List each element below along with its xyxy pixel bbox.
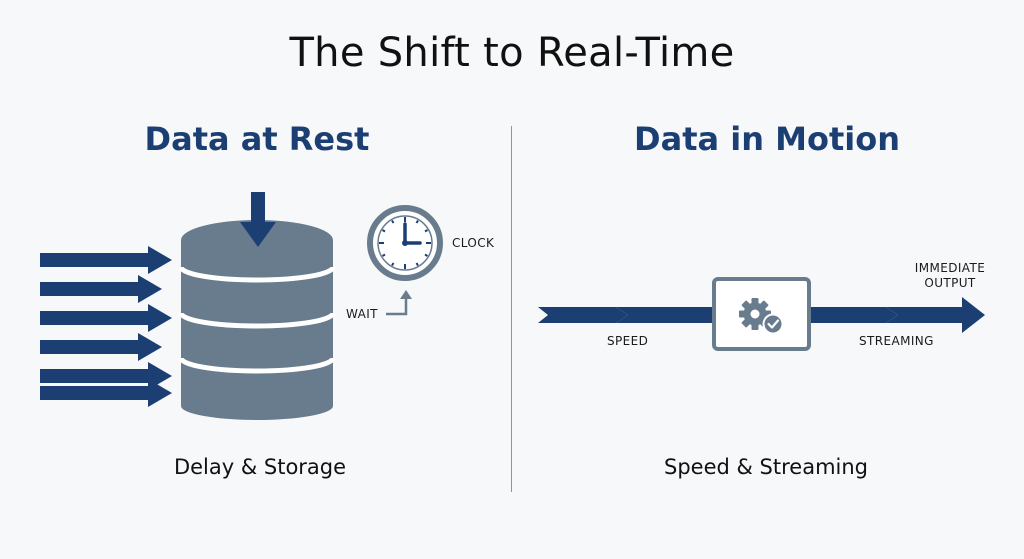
data-stream-arrow	[538, 297, 985, 333]
data-at-rest-heading: Data at Rest	[144, 120, 370, 158]
diagram-title: The Shift to Real-Time	[289, 30, 735, 76]
immediate-output-line-1: IMMEDIATE	[914, 261, 986, 275]
down-arrow-icon	[240, 192, 276, 247]
stream-input-segment-2	[616, 307, 732, 323]
incoming-arrow-6	[40, 379, 172, 407]
stream-processor	[712, 277, 811, 351]
panel-divider	[511, 126, 512, 492]
incoming-arrow-5	[40, 362, 172, 390]
speed-label: SPEED	[607, 334, 649, 348]
database-icon	[178, 192, 336, 420]
gear-icon	[739, 298, 771, 330]
data-in-motion-heading: Data in Motion	[634, 120, 900, 158]
data-at-rest-caption: Delay & Storage	[173, 455, 347, 479]
incoming-data-arrows	[40, 246, 172, 407]
wait-label: WAIT	[346, 307, 378, 321]
streaming-label: STREAMING	[859, 334, 934, 348]
immediate-output-line-2: OUTPUT	[924, 276, 976, 290]
incoming-arrow-3	[40, 304, 172, 332]
stream-output-segment-1	[798, 307, 898, 323]
clock-icon	[367, 205, 443, 281]
incoming-arrow-2	[40, 275, 162, 303]
check-badge-icon	[762, 313, 784, 335]
wait-arrow-icon	[386, 290, 412, 316]
stream-input-segment-1	[538, 307, 628, 323]
stream-output-arrowhead	[886, 297, 985, 333]
incoming-arrow-1	[40, 246, 172, 274]
incoming-arrow-4	[40, 333, 162, 361]
immediate-output-label: IMMEDIATE OUTPUT	[900, 261, 1000, 291]
clock-label: CLOCK	[452, 236, 495, 250]
data-in-motion-caption: Speed & Streaming	[663, 455, 868, 479]
